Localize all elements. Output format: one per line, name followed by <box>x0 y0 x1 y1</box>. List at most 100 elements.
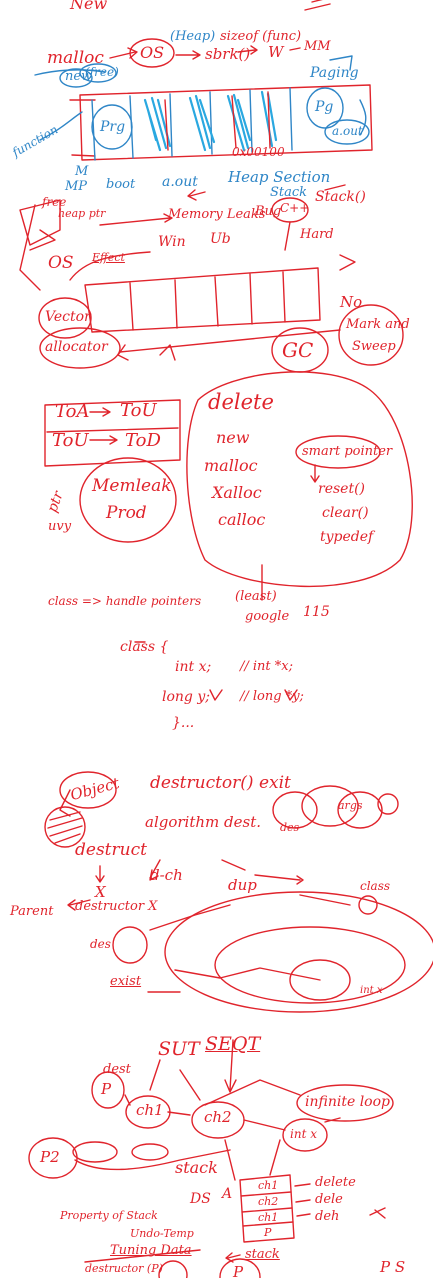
note-destructor: destructor (P) <box>85 1262 163 1275</box>
note-ub: Ub <box>210 231 231 247</box>
note-x: X <box>95 883 106 901</box>
note-des: des <box>90 937 111 951</box>
note-exist: exist <box>110 974 142 989</box>
note-new: new <box>216 428 250 447</box>
note-ds: DS <box>190 1191 211 1207</box>
note-close: }... <box>172 715 195 731</box>
note-tod: ToD <box>125 430 161 451</box>
note-sizeof: sizeof (func) <box>220 29 302 44</box>
note-aout-2: a.out <box>162 174 198 190</box>
note-cpp: C++ <box>280 201 310 215</box>
note-w: W <box>268 43 284 61</box>
note-p-3: P <box>233 1263 244 1281</box>
note-destructor-tree: destruct <box>75 840 147 860</box>
memory-diagram-strokes <box>19 0 404 373</box>
note-number: 115 <box>303 604 330 620</box>
note-tou: ToU <box>120 400 157 421</box>
note-paging: Paging <box>310 65 359 81</box>
note-bug: Bug <box>255 204 282 219</box>
note-undo: Undo-Temp <box>130 1227 194 1240</box>
note-sut: SUT <box>158 1038 200 1060</box>
note-tou-2: ToU <box>52 430 89 451</box>
section-4-strokes <box>28 1039 394 1278</box>
note-int-x: int x <box>290 1127 317 1141</box>
note-ch1: ch1 <box>136 1101 164 1119</box>
note-aout: a.out <box>332 124 363 138</box>
note-ch1-b: ch1 <box>258 1179 279 1192</box>
note-ps: P S <box>380 1258 406 1276</box>
note-free-2: free <box>42 195 67 209</box>
note-p: P <box>101 1080 112 1098</box>
note-m: M <box>75 164 89 179</box>
note-class: class <box>360 879 391 893</box>
note-property: Property of Stack <box>60 1209 158 1222</box>
note-destructor: destructor X <box>75 899 158 914</box>
note-stack: Stack <box>270 185 308 200</box>
note-class-handle: class => handle pointers <box>48 594 202 608</box>
section-3-strokes <box>44 641 433 1013</box>
note-heap-ptr: heap ptr <box>58 207 106 220</box>
note-prg: Prg <box>100 119 126 135</box>
note-stack: stack <box>175 1158 218 1177</box>
note-typedef: typedef <box>320 529 374 545</box>
note-new: New <box>70 0 108 13</box>
note-stack-2: stack <box>245 1247 280 1262</box>
note-calloc: calloc <box>218 510 266 529</box>
note-mark-sweep-1: Mark and <box>346 317 410 332</box>
note-ch2: ch2 <box>204 1108 232 1126</box>
note-malloc: malloc <box>204 456 258 475</box>
note-long-y: long y; <box>162 689 210 705</box>
note-comment-2: // long *y; <box>240 689 304 704</box>
note-d-ch: d-ch <box>150 866 183 884</box>
note-smart-pointer: smart pointer <box>302 444 393 459</box>
note-ch2-b: ch2 <box>258 1195 279 1208</box>
note-sbrk: sbrk() <box>205 45 251 63</box>
note-parent: Parent <box>10 904 54 919</box>
note-ch1-c: ch1 <box>258 1211 279 1224</box>
note-sequence: SEQT <box>205 1033 261 1055</box>
note-vector: Vector <box>45 309 91 325</box>
note-dest: dest <box>103 1062 131 1077</box>
note-delete-2: dele <box>315 1192 343 1207</box>
note-p-b: P <box>264 1226 272 1239</box>
note-mark-sweep-2: Sweep <box>352 339 396 354</box>
note-comment-1: // int *x; <box>240 659 293 674</box>
note-os-2: OS <box>48 253 74 273</box>
note-allocator: allocator <box>45 339 108 355</box>
note-google: google <box>245 609 290 624</box>
note-infinite-loop: infinite loop <box>305 1094 390 1110</box>
note-delete: delete <box>208 390 274 414</box>
note-addr: 0x00100 <box>232 145 285 159</box>
note-int-x-2: int x <box>360 985 383 996</box>
note-mm: MM <box>304 39 331 54</box>
note-stack-fn: Stack() <box>315 189 366 205</box>
note-heap-section: Heap Section <box>228 168 331 186</box>
note-uvy: uvy <box>48 519 72 534</box>
note-clear: clear() <box>322 505 369 521</box>
note-des-2: des <box>280 821 300 834</box>
note-gc: GC <box>282 338 314 362</box>
note-new-2: new <box>65 69 93 84</box>
note-boot: boot <box>106 177 136 192</box>
note-xalloc: Xalloc <box>212 483 262 502</box>
section-2-strokes <box>44 371 413 601</box>
note-prod: Prod <box>106 503 147 523</box>
note-reset: reset() <box>318 481 365 497</box>
note-dup: dup <box>228 876 257 894</box>
note-hard: Hard <box>300 227 334 242</box>
note-no: No <box>340 293 363 311</box>
note-heap: (Heap) <box>170 29 216 44</box>
note-win: Win <box>158 234 186 250</box>
note-free: (free) <box>85 65 119 79</box>
note-pg: Pg <box>315 99 334 115</box>
note-int-x: int x; <box>175 659 212 675</box>
note-memleak: Memleak <box>92 476 172 496</box>
note-os: OS <box>140 43 165 62</box>
note-delete-3: deh <box>315 1209 340 1224</box>
note-destructor-exit: destructor() exit <box>150 773 291 793</box>
note-mp: MP <box>65 179 88 194</box>
note-toa: ToA <box>55 401 90 422</box>
note-malloc: malloc <box>47 48 104 68</box>
